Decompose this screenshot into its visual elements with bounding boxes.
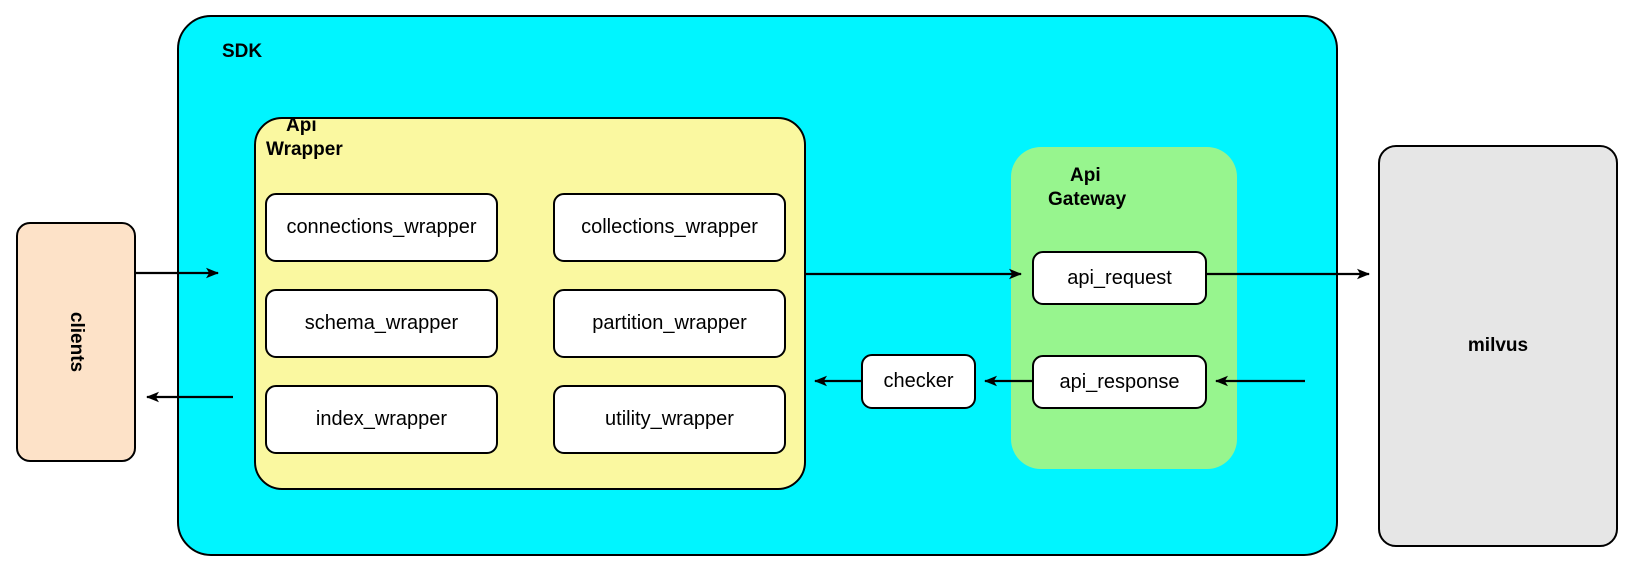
node-checker[interactable]: checker [861,354,976,409]
node-utility-wrapper-label: utility_wrapper [605,408,734,430]
node-checker-label: checker [883,370,954,392]
node-milvus[interactable]: milvus [1378,145,1618,547]
node-partition-wrapper-label: partition_wrapper [592,312,747,334]
node-schema-wrapper-label: schema_wrapper [304,312,459,334]
node-api-response[interactable]: api_response [1032,355,1207,409]
node-collections-wrapper[interactable]: collections_wrapper [553,193,786,262]
node-api-request[interactable]: api_request [1032,251,1207,305]
node-schema-wrapper[interactable]: schema_wrapper [265,289,498,358]
node-api-response-label: api_response [1059,370,1180,393]
node-connections-wrapper[interactable]: connections_wrapper [265,193,498,262]
node-clients[interactable]: clients [16,222,136,462]
node-clients-label: clients [65,311,87,373]
node-index-wrapper-label: index_wrapper [315,408,448,430]
node-partition-wrapper[interactable]: partition_wrapper [553,289,786,358]
node-utility-wrapper[interactable]: utility_wrapper [553,385,786,454]
node-index-wrapper[interactable]: index_wrapper [265,385,498,454]
node-connections-wrapper-label: connections_wrapper [286,216,477,238]
node-api-request-label: api_request [1067,266,1172,289]
container-sdk-label: SDK [222,41,263,62]
node-milvus-label: milvus [1467,335,1529,356]
node-collections-wrapper-label: collections_wrapper [581,216,758,238]
container-api-gateway-label: Api Gateway [1048,165,1127,211]
container-api-wrapper-label: Api Wrapper [266,115,343,161]
container-api-gateway [1011,147,1237,469]
